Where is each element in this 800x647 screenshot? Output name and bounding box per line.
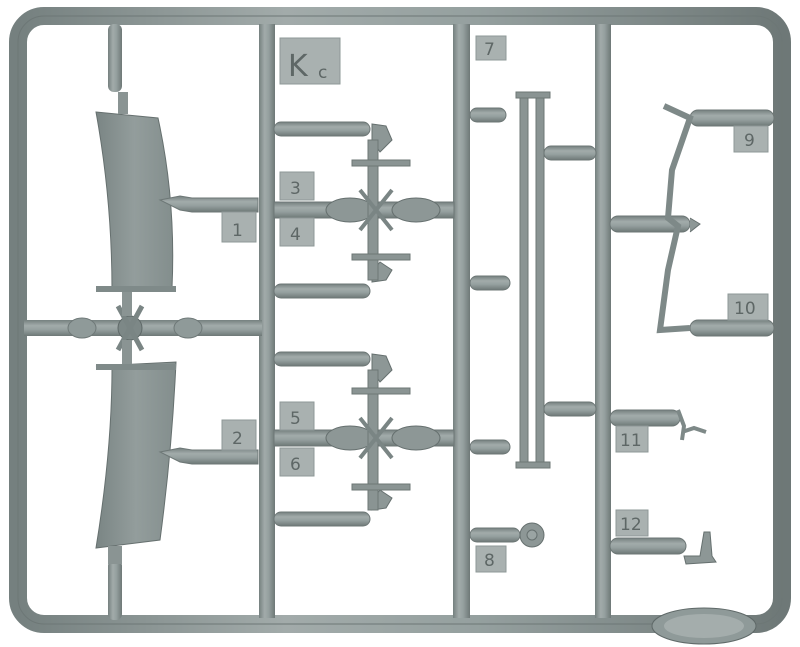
label-tabs xyxy=(221,35,769,573)
part-7-rod xyxy=(469,91,597,469)
part-label-4: 4 xyxy=(290,225,301,245)
part-label-9: 9 xyxy=(744,131,755,151)
part-label-11: 11 xyxy=(620,431,642,451)
sprue-letter-label: K xyxy=(288,49,309,84)
part-label-1: 1 xyxy=(232,221,243,241)
sprue-frame xyxy=(9,7,791,633)
vertical-runners xyxy=(108,24,611,620)
part-label-6: 6 xyxy=(290,455,301,475)
part-label-8: 8 xyxy=(484,551,495,571)
parts-3-4-assembly xyxy=(273,121,455,299)
parts-5-6-assembly xyxy=(273,351,455,527)
part-label-2: 2 xyxy=(232,429,243,449)
part-1-panel xyxy=(95,92,259,316)
part-8-wheel xyxy=(469,522,545,548)
part-label-7: 7 xyxy=(484,40,495,60)
mould-tab xyxy=(651,607,757,645)
part-12 xyxy=(609,531,717,565)
horizontal-runner xyxy=(24,304,262,352)
part-2-panel xyxy=(95,340,259,564)
part-label-5: 5 xyxy=(290,409,301,429)
part-11 xyxy=(609,409,707,441)
sprue-letter-sub-label: c xyxy=(318,63,327,83)
part-label-12: 12 xyxy=(620,515,642,535)
part-label-10: 10 xyxy=(734,299,756,319)
part-label-3: 3 xyxy=(290,179,301,199)
part-labels: K c 1 2 3 4 5 6 7 8 9 10 11 12 xyxy=(232,40,756,571)
